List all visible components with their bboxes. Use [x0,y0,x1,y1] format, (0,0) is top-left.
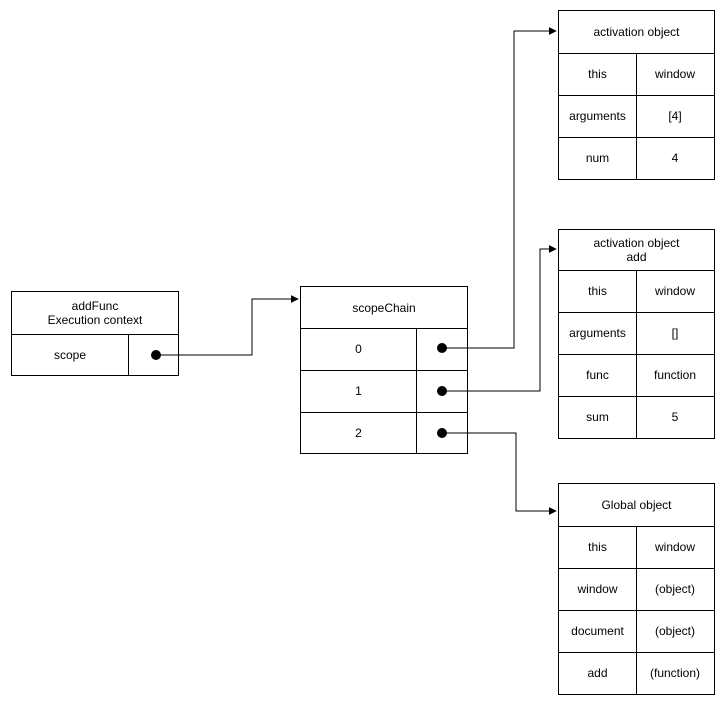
global-object-title: Global object [601,498,672,512]
divider [128,334,129,375]
property-value: window [654,284,696,298]
property-key: arguments [569,326,626,340]
pointer-arrow [442,432,557,515]
property-key: this [588,540,607,554]
property-value: window [654,67,696,81]
pointer-arrow [442,27,557,349]
property-value: window [654,540,696,554]
divider [636,526,637,694]
property-key: num [585,151,610,165]
pointer-dot [437,386,447,396]
scope-chain-index-1: 1 [355,384,362,398]
scope-chain-index-0: 0 [355,342,362,356]
divider [12,334,178,335]
execution-context-title: addFunc Execution context [47,299,143,327]
divider [636,270,637,438]
property-key: this [588,284,607,298]
scope-chain-title: scopeChain [352,300,416,315]
property-key: this [588,67,607,81]
global-object-box: Global object this window window (object… [558,483,715,695]
property-key: document [571,624,624,638]
property-value: [4] [668,109,682,123]
property-value: (function) [649,666,701,680]
divider [301,328,467,329]
property-key: arguments [569,109,626,123]
scope-chain-box: scopeChain 0 1 2 [300,286,468,454]
property-value: (object) [654,624,695,638]
property-value: function [653,368,697,382]
divider [301,412,467,413]
pointer-dot [437,343,447,353]
property-value: 5 [671,410,679,424]
divider [301,370,467,371]
property-key: window [577,582,618,596]
activation-object-add-title: activation object add [593,236,680,264]
execution-context-box: addFunc Execution context scope [11,291,179,376]
property-key: func [586,368,609,382]
activation-object-add-box: activation object add this window argume… [558,229,715,439]
activation-object-box: activation object this window arguments … [558,10,715,180]
pointer-arrow [442,245,557,392]
property-value: (object) [654,582,695,596]
divider [636,53,637,179]
scope-label: scope [53,347,87,362]
pointer-dot [437,428,447,438]
pointer-arrow [156,295,299,356]
property-value: [] [671,326,679,340]
pointer-dot [151,350,161,360]
divider [416,328,417,453]
property-key: sum [586,410,609,424]
scope-chain-index-2: 2 [355,425,362,440]
property-key: add [587,666,608,680]
activation-object-title: activation object [593,25,680,39]
property-value: 4 [671,151,679,165]
